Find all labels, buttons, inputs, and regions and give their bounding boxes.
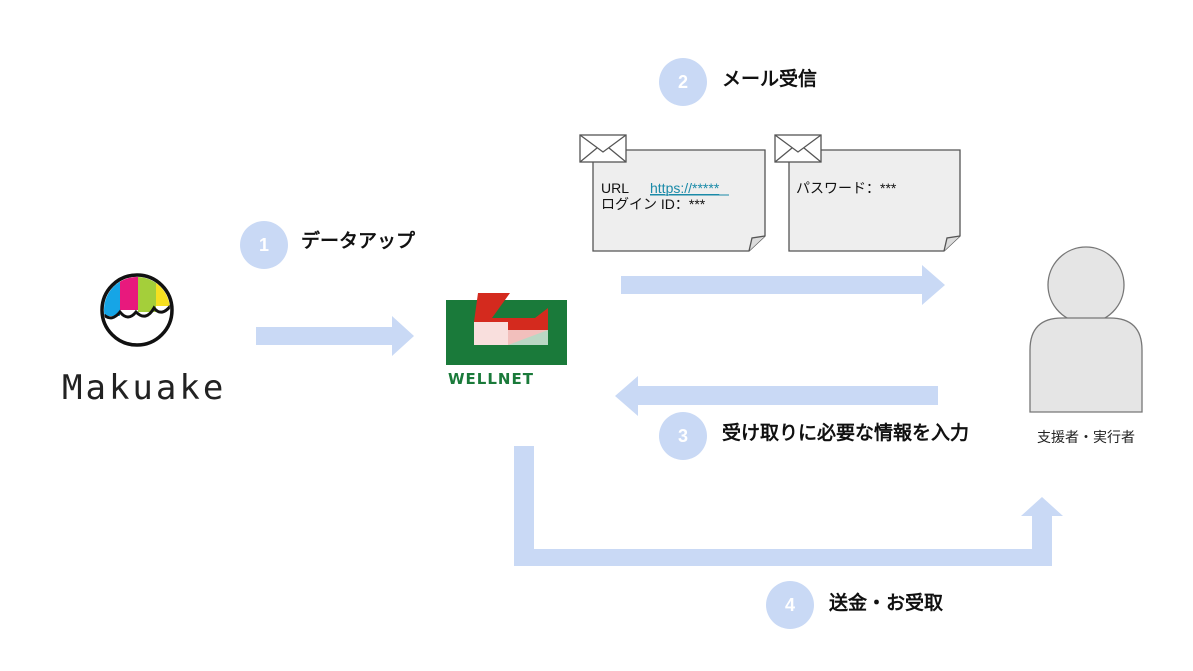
envelope-icon xyxy=(579,134,627,163)
step-badge-2: 2 xyxy=(659,58,707,106)
arrow-person-to-wellnet xyxy=(615,376,938,416)
arrow-wellnet-to-person xyxy=(621,265,945,305)
wellnet-logo-icon xyxy=(446,293,567,388)
person-icon xyxy=(1029,246,1143,413)
step-badge-3: 3 xyxy=(659,412,707,460)
wellnet-label: WELLNET xyxy=(448,370,534,388)
arrow-makuake-to-wellnet xyxy=(256,316,414,356)
person-label: 支援者・実行者 xyxy=(1037,430,1135,446)
step-label-4: 送金・お受取 xyxy=(829,591,943,614)
mail-url-link[interactable]: https://***** xyxy=(650,180,720,196)
mail-password: パスワード：*** xyxy=(796,180,897,196)
step-label-2: メール受信 xyxy=(722,67,817,90)
svg-text:3: 3 xyxy=(678,426,688,446)
step-label-3: 受け取りに必要な情報を入力 xyxy=(722,421,969,444)
mail-url-label: URL xyxy=(601,180,629,196)
mail-card-2: パスワード：*** xyxy=(774,134,961,252)
step-badge-1: 1 xyxy=(240,221,288,269)
svg-text:2: 2 xyxy=(678,72,688,92)
mail-login-id: ログイン ID：*** xyxy=(601,196,706,212)
mail-card-1: URL https://***** ログイン ID：*** xyxy=(579,134,766,252)
svg-text:4: 4 xyxy=(785,595,795,615)
makuake-label: Makuake xyxy=(62,368,226,408)
step-label-1: データアップ xyxy=(301,229,416,252)
step-badge-4: 4 xyxy=(766,581,814,629)
makuake-logo-icon xyxy=(100,273,174,347)
envelope-icon xyxy=(774,134,822,163)
svg-text:1: 1 xyxy=(259,235,269,255)
arrow-remittance xyxy=(514,446,1063,566)
